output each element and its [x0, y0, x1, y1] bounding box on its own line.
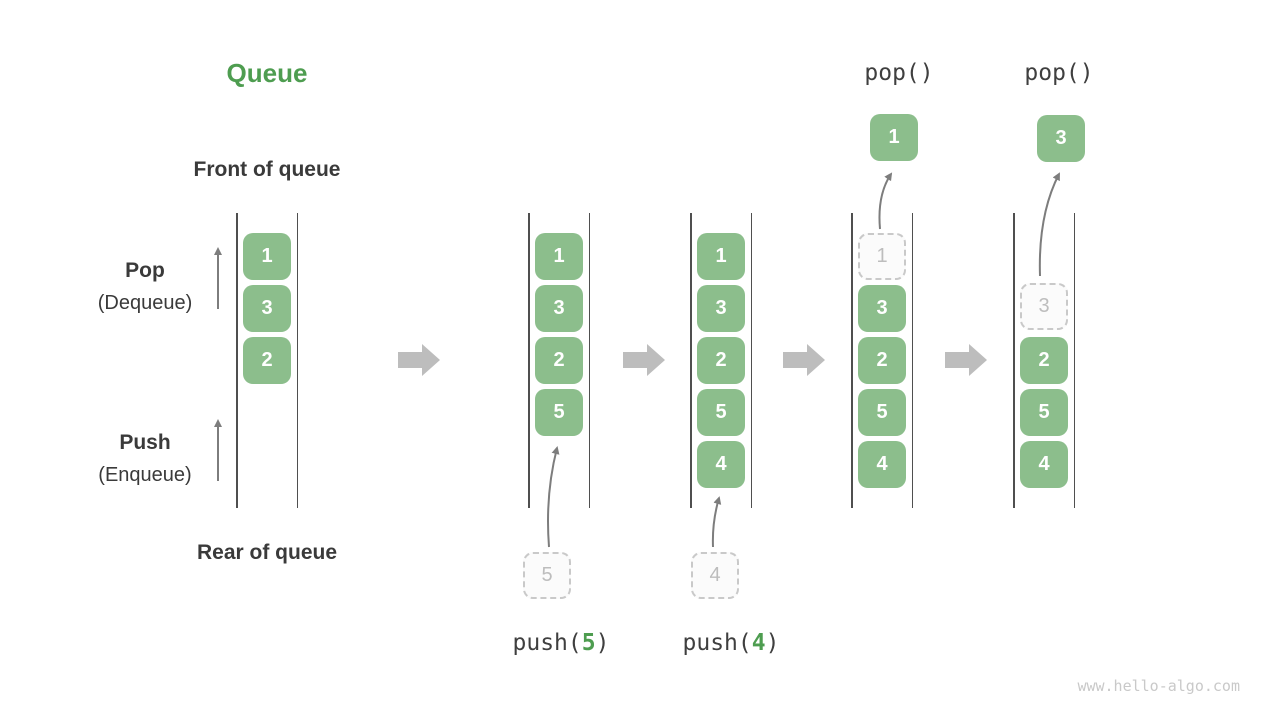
- queue-wall: [296, 213, 298, 508]
- pop-label-group: Pop (Dequeue): [60, 259, 230, 315]
- queue-item: 2: [1020, 337, 1068, 384]
- queue-item: 5: [697, 389, 745, 436]
- queue-item: 2: [858, 337, 906, 384]
- queue-item: 5: [1020, 389, 1068, 436]
- push-call-label: push(4): [671, 630, 791, 656]
- enqueue-label: (Enqueue): [98, 464, 192, 486]
- push-label: Push: [119, 431, 171, 454]
- queue-item: 3: [243, 285, 291, 332]
- push-call-arg: 5: [581, 630, 596, 656]
- step-arrow-icon: [623, 344, 665, 376]
- queue-item: 1: [697, 233, 745, 280]
- queue-item: 1: [243, 233, 291, 280]
- queue-item: 5: [858, 389, 906, 436]
- staged-item: 4: [691, 552, 739, 599]
- queue-wall: [236, 213, 238, 508]
- pop-call-label: pop(): [1024, 60, 1094, 86]
- step-arrow-icon: [783, 344, 825, 376]
- queue-column-2: 1 3 2 5: [528, 213, 590, 508]
- push-call-suffix: ): [595, 630, 610, 656]
- queue-item: 4: [1020, 441, 1068, 488]
- queue-item: 2: [243, 337, 291, 384]
- push-call-arg: 4: [751, 630, 766, 656]
- popped-item: 3: [1037, 115, 1085, 162]
- queue-item: 4: [697, 441, 745, 488]
- queue-item: 3: [697, 285, 745, 332]
- queue-wall: [690, 213, 692, 508]
- pop-label: Pop: [125, 259, 165, 282]
- queue-wall: [1013, 213, 1015, 508]
- push-label-group: Push (Enqueue): [60, 431, 230, 487]
- queue-item: 1: [535, 233, 583, 280]
- push-call-prefix: push(: [512, 630, 582, 656]
- diagram-title: Queue: [226, 58, 308, 88]
- dequeue-label: (Dequeue): [97, 292, 193, 314]
- queue-item: 3: [535, 285, 583, 332]
- queue-wall: [1073, 213, 1075, 508]
- popped-item: 1: [870, 114, 918, 161]
- staged-item: 5: [523, 552, 571, 599]
- push-call-label: push(5): [501, 630, 621, 656]
- push-call-prefix: push(: [682, 630, 752, 656]
- queue-column-1: 1 3 2: [236, 213, 298, 508]
- queue-item: 2: [535, 337, 583, 384]
- queue-wall: [528, 213, 530, 508]
- queue-column-4: 1 3 2 5 4: [851, 213, 913, 508]
- rear-of-queue-label: Rear of queue: [196, 541, 338, 564]
- queue-item: 4: [858, 441, 906, 488]
- queue-item-ghost: 3: [1020, 283, 1068, 330]
- queue-item: 2: [697, 337, 745, 384]
- queue-wall: [911, 213, 913, 508]
- queue-wall: [851, 213, 853, 508]
- queue-item-ghost: 1: [858, 233, 906, 280]
- push-call-suffix: ): [765, 630, 780, 656]
- pop-call-label: pop(): [864, 60, 934, 86]
- watermark: www.hello-algo.com: [1077, 677, 1240, 695]
- step-arrow-icon: [945, 344, 987, 376]
- queue-column-5: 3 2 5 4: [1013, 213, 1075, 508]
- queue-item: 3: [858, 285, 906, 332]
- front-of-queue-label: Front of queue: [193, 158, 341, 181]
- queue-wall: [750, 213, 752, 508]
- queue-item: 5: [535, 389, 583, 436]
- queue-column-3: 1 3 2 5 4: [690, 213, 752, 508]
- step-arrow-icon: [398, 344, 440, 376]
- queue-wall: [588, 213, 590, 508]
